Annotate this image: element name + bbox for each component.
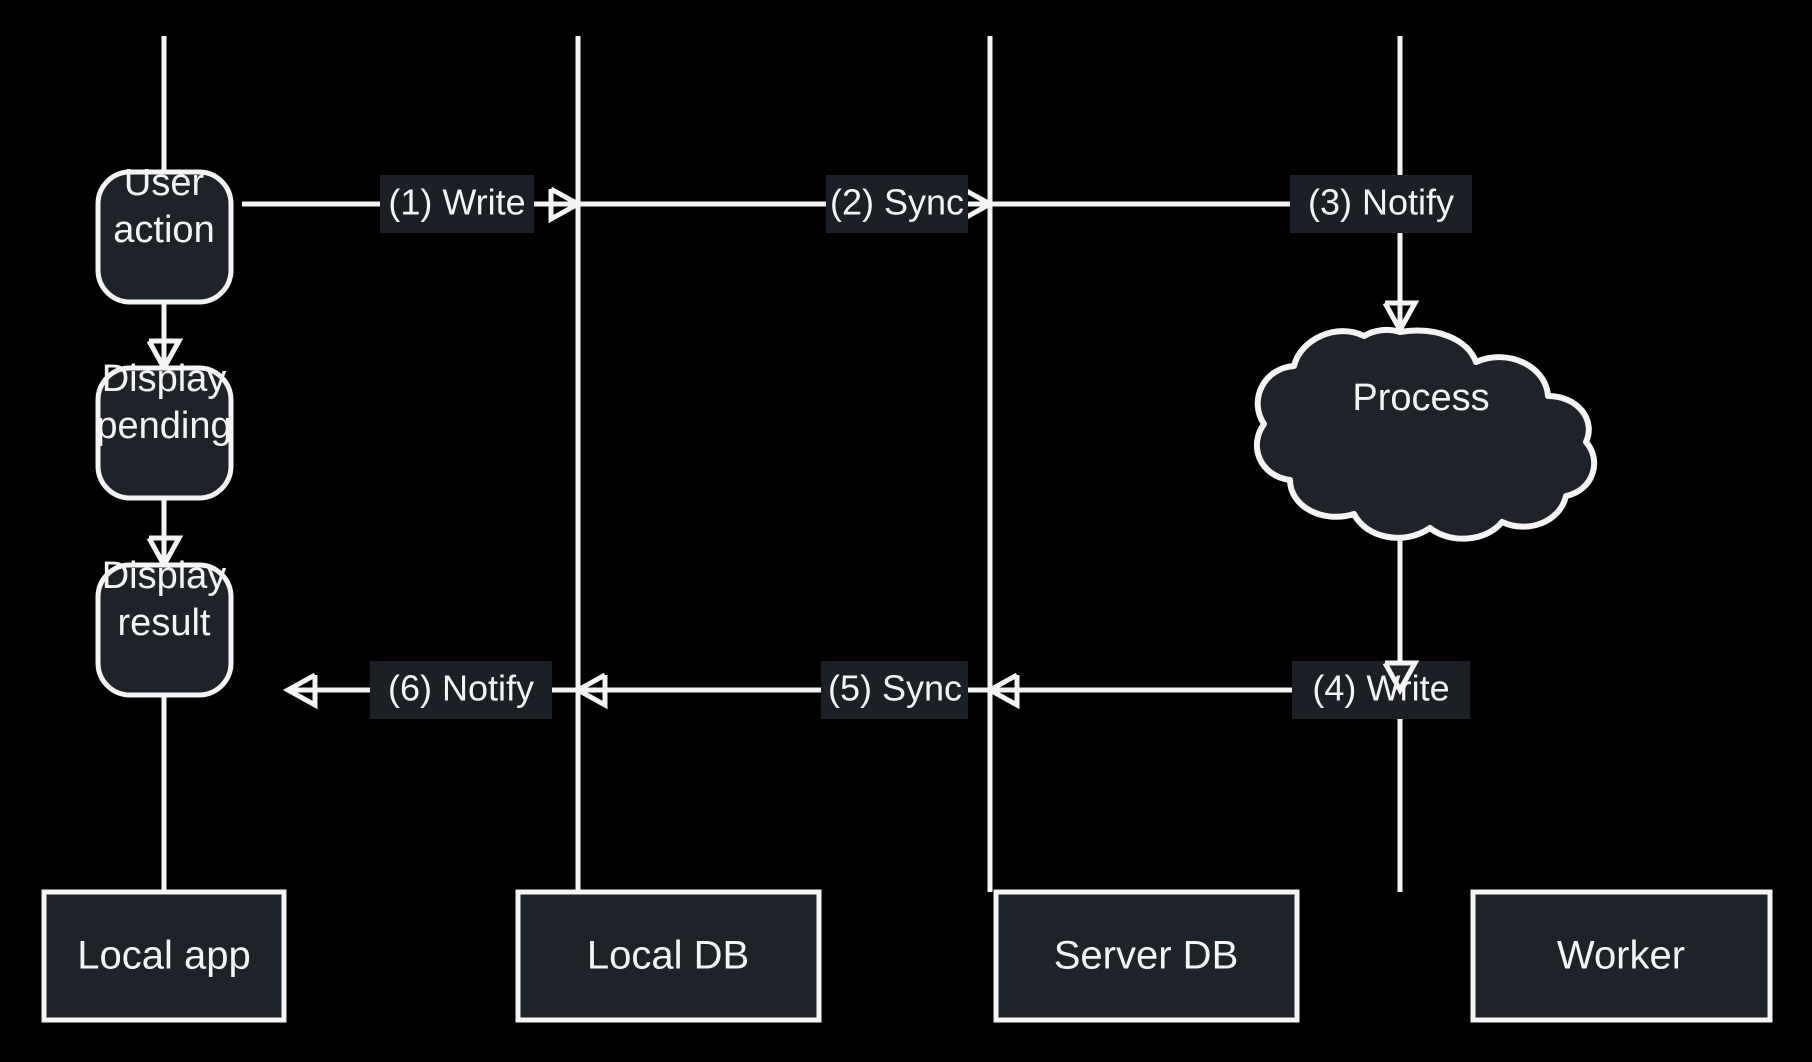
msg-6-label: (6) Notify (388, 668, 534, 709)
lifeline-box-local-db[interactable]: Local DB (515, 889, 822, 1023)
arrowhead-process-to-write (1382, 660, 1420, 696)
node-user-action-label-line2: action (113, 209, 214, 251)
msg-6-arrowhead-left (282, 672, 318, 710)
lifeline-box-server-db-label: Server DB (1054, 934, 1239, 978)
arrowhead-user-action-to-display-pending (146, 338, 184, 374)
arrowhead-display-pending-to-display-result (146, 535, 184, 571)
msg-2-label-bg (826, 175, 968, 233)
lifeline-box-server-db[interactable]: Server DB (993, 889, 1300, 1023)
node-user-action-shape[interactable] (95, 169, 234, 305)
msg-4-arrowhead-left (984, 672, 1020, 710)
msg-1-arrowhead-right (548, 186, 584, 224)
vertical-arrowheads-worker (1382, 300, 1420, 696)
node-process[interactable]: Process (1253, 326, 1598, 542)
msg-4-label-bg (1292, 661, 1470, 719)
msg-1-label-bg (380, 175, 534, 233)
node-display-pending-label-line2: pending (96, 405, 231, 447)
node-process-shape[interactable] (1253, 326, 1598, 542)
lifelines-group (161, 36, 1403, 892)
msg-5-arrowhead-left (572, 672, 608, 710)
node-display-result-shape[interactable] (95, 562, 234, 698)
msg-6-label-bg (370, 661, 552, 719)
node-display-result[interactable]: Display result (95, 555, 234, 698)
msg-1-label: (1) Write (388, 182, 525, 223)
node-display-result-label-line1: Display (102, 555, 227, 597)
node-user-action[interactable]: User action (95, 162, 234, 305)
lifeline-box-local-db-label: Local DB (587, 934, 749, 978)
lifeline-box-local-app[interactable]: Local app (41, 889, 287, 1023)
vertical-arrowheads-local-app (146, 338, 184, 571)
msg-3-label: (3) Notify (1308, 182, 1454, 223)
lifeline-box-worker[interactable]: Worker (1470, 889, 1773, 1023)
node-process-label: Process (1352, 377, 1489, 419)
lifeline-box-server-db-shape[interactable] (993, 889, 1300, 1023)
msg-5-label: (5) Sync (828, 668, 962, 709)
node-display-result-label-line2: result (118, 602, 211, 644)
node-user-action-label-line1: User (124, 162, 205, 204)
node-display-pending-shape[interactable] (95, 365, 234, 501)
msg-4-label: (4) Write (1312, 668, 1449, 709)
msg-2-label: (2) Sync (830, 182, 964, 223)
node-display-pending[interactable]: Display pending (95, 358, 234, 501)
lifeline-box-worker-label: Worker (1557, 934, 1685, 978)
message-row-top: (1) Write (2) Sync (3) Notify (242, 175, 1472, 233)
lifeline-box-worker-shape[interactable] (1470, 889, 1773, 1023)
lifeline-box-local-app-shape[interactable] (41, 889, 287, 1023)
msg-3-label-bg (1290, 175, 1472, 233)
lifeline-box-local-db-shape[interactable] (515, 889, 822, 1023)
arrowhead-notify-to-process (1382, 300, 1420, 336)
message-row-bottom: (4) Write (5) Sync (6) Notify (282, 661, 1470, 719)
lifeline-box-local-app-label: Local app (77, 934, 250, 978)
msg-5-label-bg (821, 661, 968, 719)
node-display-pending-label-line1: Display (102, 358, 227, 400)
